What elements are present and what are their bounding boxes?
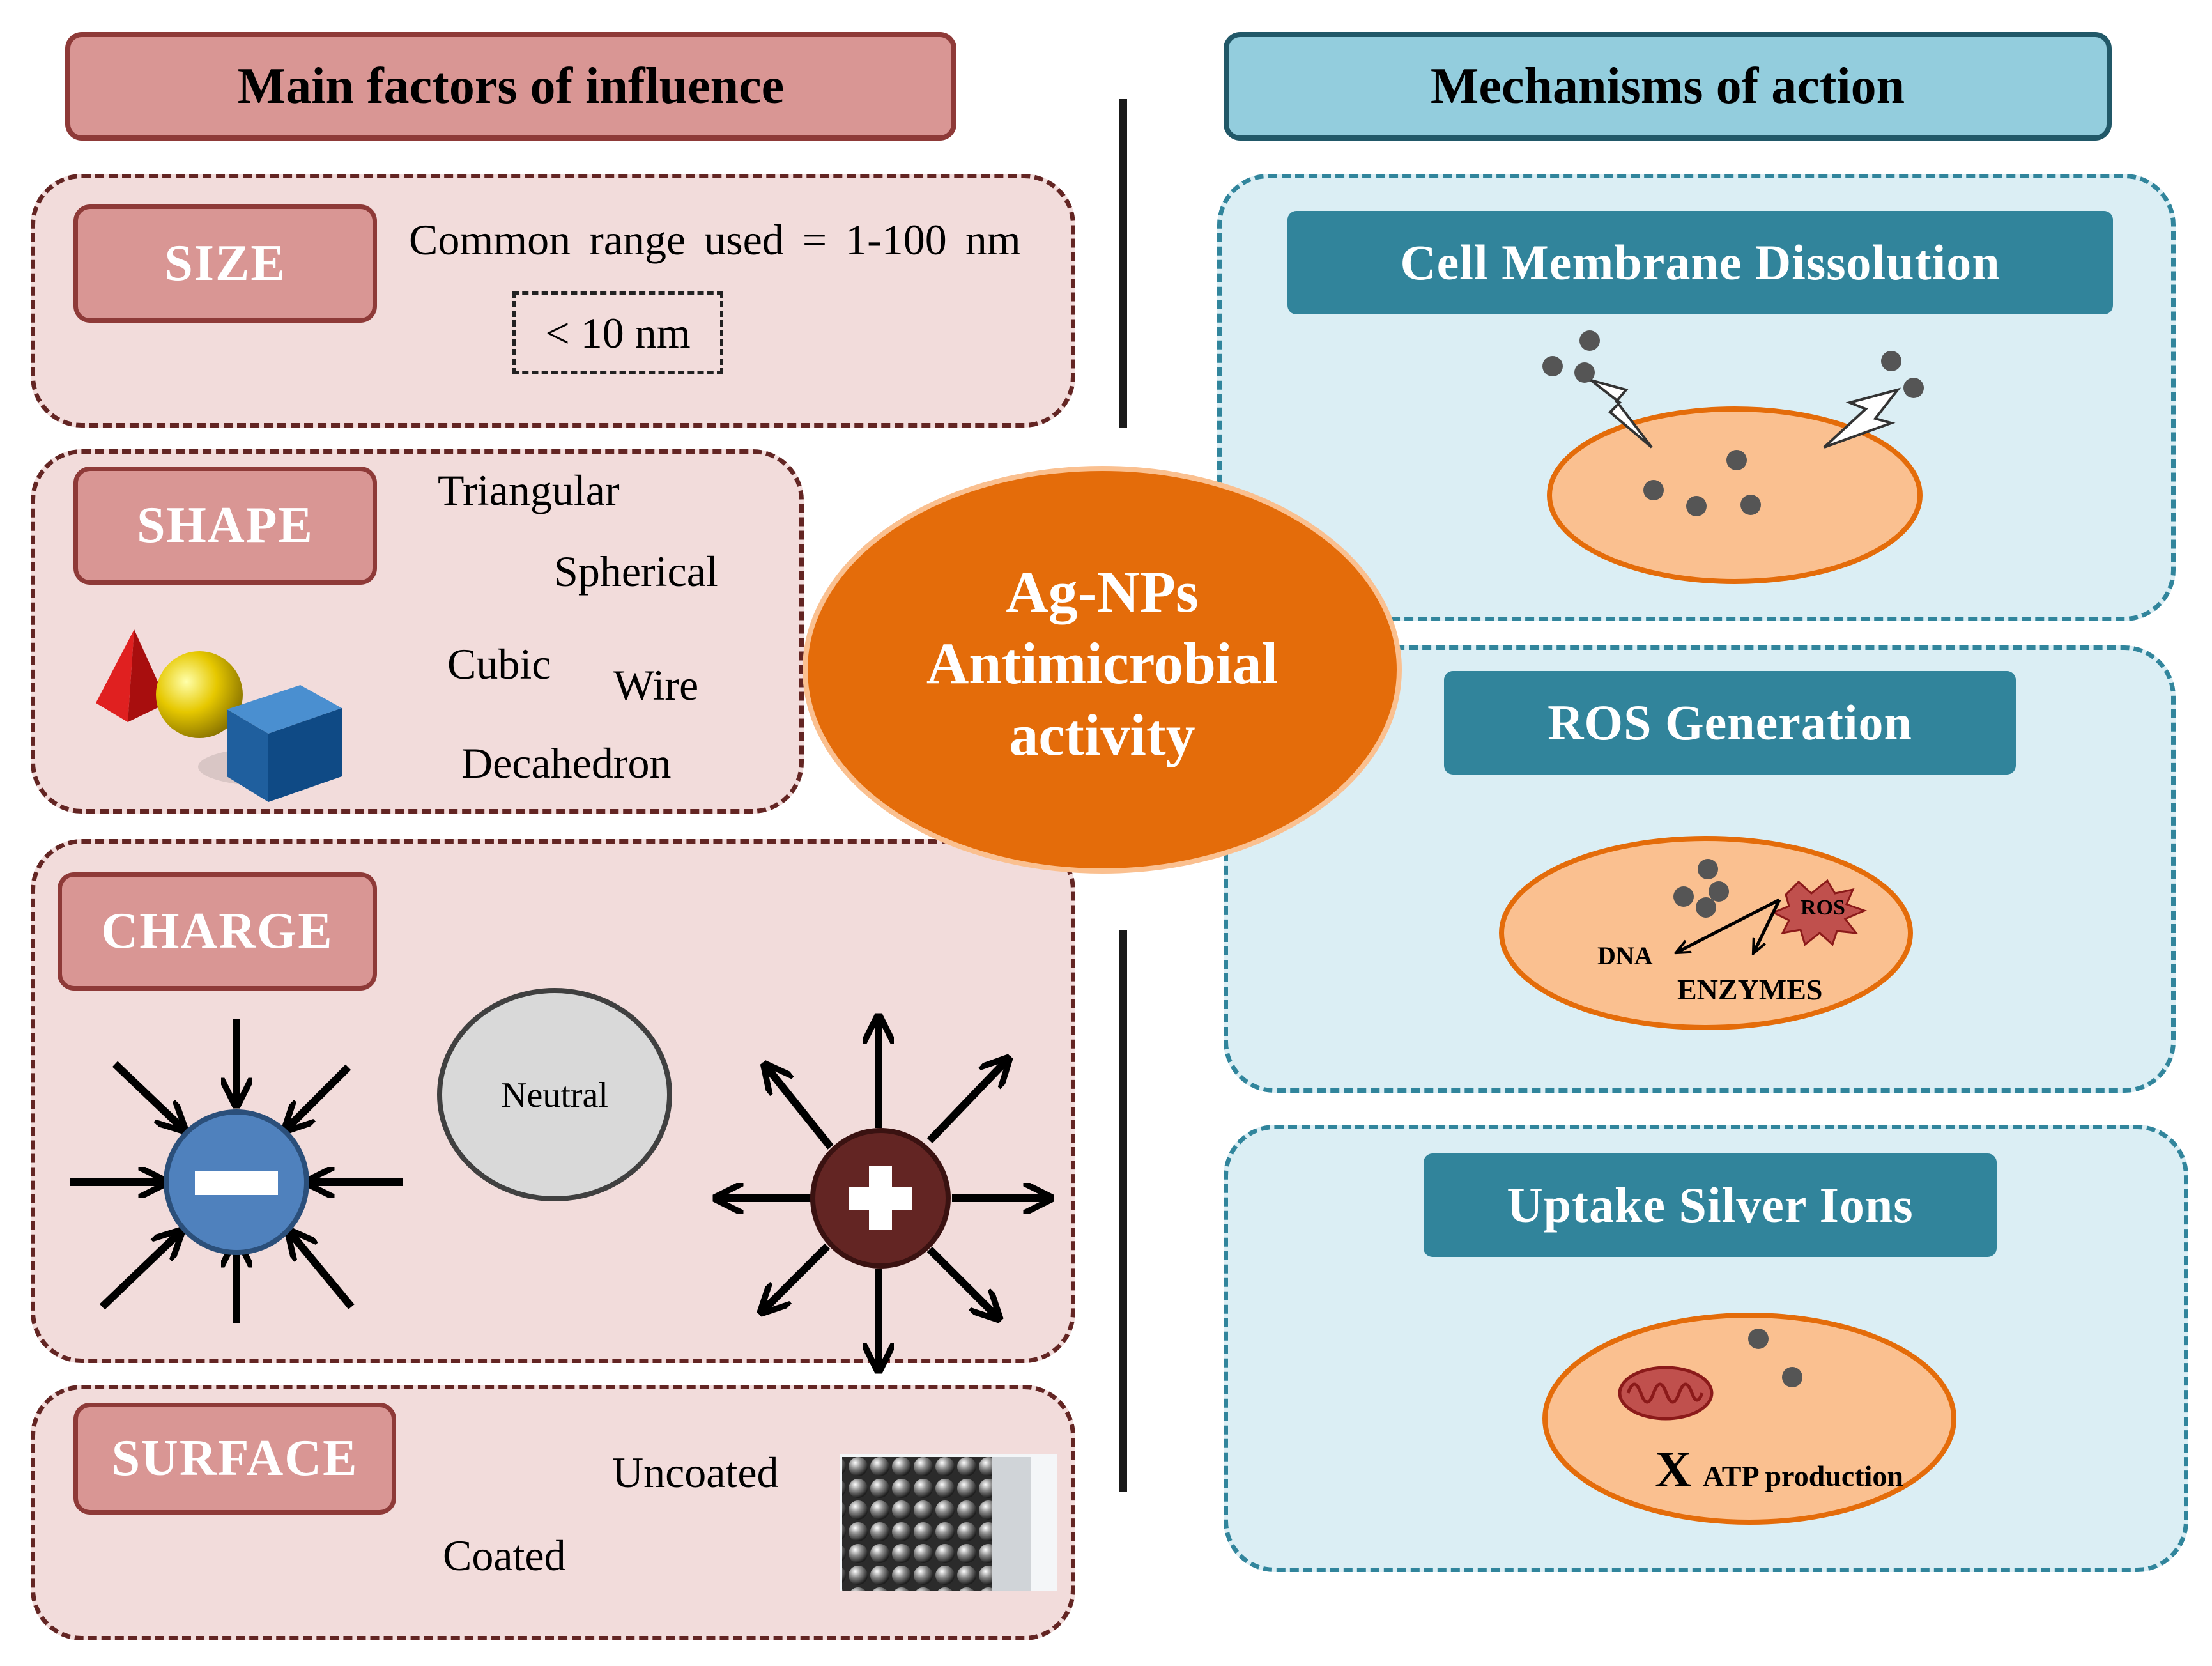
shape-decahedron: Decahedron <box>461 739 672 787</box>
size-small-box: < 10 nm <box>512 291 723 374</box>
top-divider-line <box>1119 99 1127 428</box>
center-title: Ag-NPs Antimicrobial activity <box>850 556 1355 771</box>
membrane-title: Cell Membrane Dissolution <box>1287 211 2113 314</box>
shape-cubic: Cubic <box>447 640 551 688</box>
surface-tag: SURFACE <box>73 1403 396 1515</box>
center-line-1: Ag-NPs <box>1006 559 1199 624</box>
dna-label: DNA <box>1597 941 1653 970</box>
positive-charge-icon <box>719 1019 1048 1368</box>
ros-label: ROS <box>1801 896 1845 920</box>
surface-uncoated: Uncoated <box>612 1448 779 1497</box>
uptake-cell-icon <box>1542 1313 1956 1525</box>
size-tag: SIZE <box>73 204 377 323</box>
center-line-2: Antimicrobial <box>926 631 1279 696</box>
neutral-particle <box>437 988 672 1201</box>
left-header: Main factors of influence <box>65 32 956 141</box>
charge-tag: CHARGE <box>58 872 377 991</box>
shape-tag: SHAPE <box>73 467 377 585</box>
ros-title: ROS Generation <box>1444 671 2016 775</box>
right-header: Mechanisms of action <box>1224 32 2112 141</box>
shape-triangular: Triangular <box>438 466 620 514</box>
ros-cell-icon <box>1499 836 1913 1030</box>
size-range-text: Common range used = 1-100 nm <box>409 215 1021 264</box>
uptake-title: Uptake Silver Ions <box>1424 1153 1997 1257</box>
neutral-label: Neutral <box>501 1076 608 1115</box>
center-line-3: activity <box>1009 702 1195 767</box>
atp-x-mark: X <box>1655 1442 1692 1498</box>
enzymes-label: ENZYMES <box>1677 973 1823 1006</box>
membrane-cell-icon <box>1542 330 1924 584</box>
shape-wire: Wire <box>613 661 699 709</box>
nanoparticle-cube-image <box>840 1454 1057 1591</box>
shapes-3d-icon <box>96 629 342 802</box>
surface-coated: Coated <box>443 1531 566 1580</box>
mitochondria-icon <box>1618 1366 1714 1421</box>
negative-charge-icon <box>70 1019 403 1323</box>
ros-burst-icon <box>1770 879 1868 946</box>
atp-label: ATP production <box>1703 1460 1903 1492</box>
shape-spherical: Spherical <box>554 547 718 596</box>
bottom-divider-line <box>1119 930 1127 1492</box>
center-ellipse <box>803 466 1402 874</box>
